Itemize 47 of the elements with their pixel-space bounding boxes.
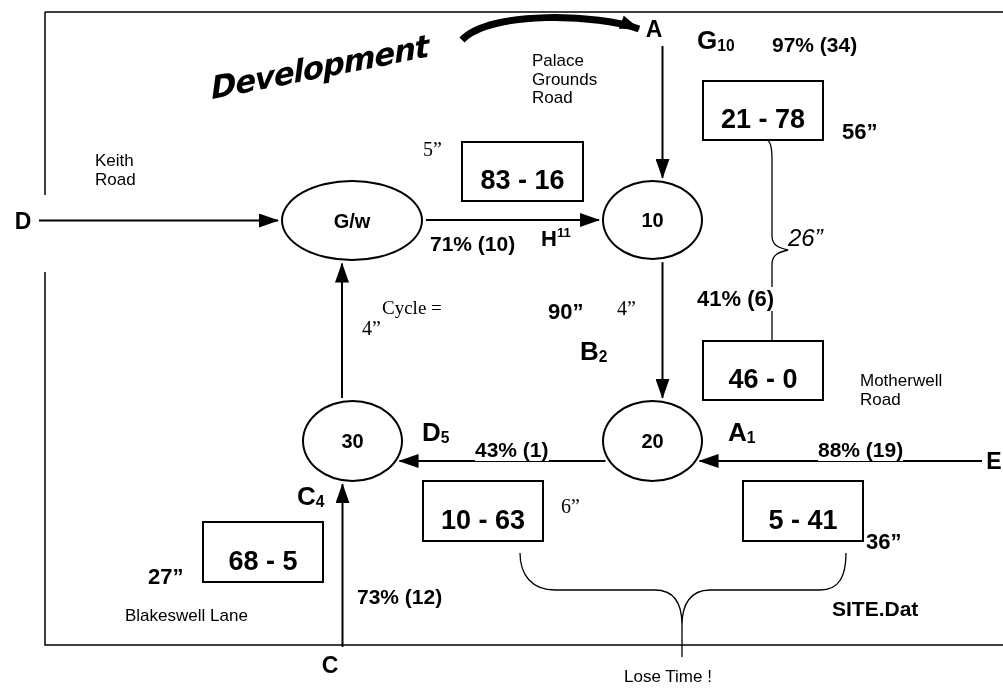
road-name: Motherwell Road [860, 372, 944, 410]
arrow [655, 45, 670, 179]
duration-label: 36” [866, 530, 902, 555]
arrow [425, 213, 600, 227]
duration-label: 6” [561, 495, 580, 517]
arrow [38, 213, 279, 228]
timing-box [742, 480, 864, 542]
cycle-label: Cycle = [382, 298, 442, 319]
approach-label: H$^{11}$ [541, 226, 571, 252]
duration-label: 26” [788, 225, 823, 252]
arrow [655, 261, 670, 399]
approach-letter: E [985, 446, 1003, 476]
saturation-label: 97% (34) [772, 33, 858, 57]
junction-number: G/w [333, 210, 371, 231]
timing-box [422, 480, 544, 542]
approach-letter: A [642, 15, 666, 43]
saturation-label: 41% (6) [697, 287, 775, 312]
duration-label: 4” [362, 317, 381, 339]
arrow [335, 262, 349, 399]
timing-value: 5 - 41 [768, 507, 838, 534]
arrow [335, 483, 350, 648]
cycle-time: 90” [548, 300, 584, 325]
timing-value: 68 - 5 [228, 548, 298, 575]
duration-label: 56” [842, 120, 878, 145]
duration-label: 4” [617, 297, 636, 319]
timing-box [702, 340, 824, 401]
approach-letter: C [318, 650, 342, 680]
road-name: Palace Grounds Road [532, 52, 599, 109]
timing-box [702, 80, 824, 141]
note-label: Lose Time ! [624, 668, 712, 687]
timing-value: 46 - 0 [728, 366, 798, 393]
file-name: SITE.Dat [832, 597, 919, 621]
approach-letter: D [10, 206, 36, 236]
arrow [459, 14, 641, 43]
timing-box [202, 521, 324, 583]
junction-number: 10 [641, 210, 664, 230]
arrow [698, 454, 983, 468]
timing-value: 21 - 78 [720, 106, 806, 133]
junction-number: 30 [341, 431, 364, 451]
duration-label: 5” [423, 138, 442, 160]
timing-box [461, 141, 584, 202]
arrow [398, 454, 607, 468]
duration-label: 27” [148, 565, 184, 590]
timing-value: 10 - 63 [440, 507, 526, 534]
timing-value: 83 - 16 [480, 167, 565, 194]
junction-number: 20 [641, 431, 664, 451]
road-name: Blakeswell Lane [125, 607, 248, 626]
